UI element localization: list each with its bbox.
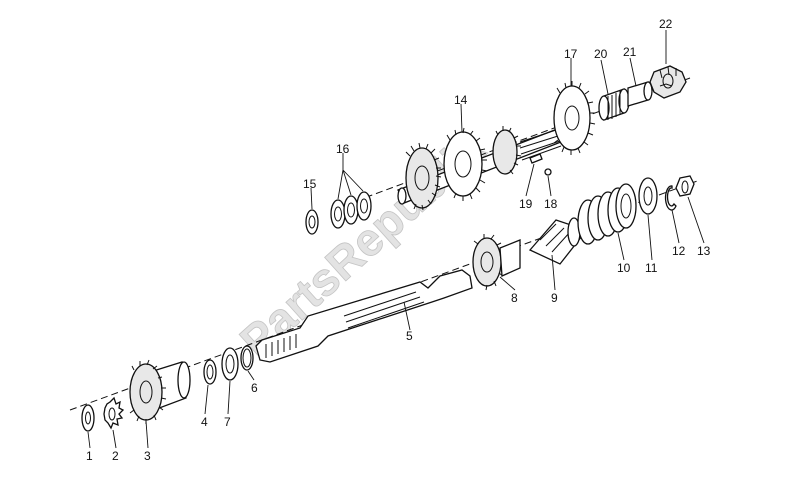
callout-7: 7 <box>224 415 231 429</box>
callout-13: 13 <box>697 244 711 258</box>
cone-9 <box>528 217 583 265</box>
key-19 <box>529 153 543 164</box>
spring-10 <box>577 183 637 245</box>
layshaft-assembly <box>305 65 691 235</box>
callout-20: 20 <box>594 47 608 61</box>
callout-8: 8 <box>511 291 518 305</box>
needle-bearing-20 <box>598 88 630 121</box>
callout-3: 3 <box>144 449 151 463</box>
callout-14: 14 <box>454 93 468 107</box>
washer-1 <box>81 404 95 432</box>
gear-17 <box>553 81 596 155</box>
callout-4: 4 <box>201 415 208 429</box>
ring-4 <box>203 359 217 385</box>
gear-cluster-14 <box>405 126 522 211</box>
callout-labels: 1 2 3 4 5 6 7 8 9 10 11 12 13 14 15 16 1… <box>86 17 711 463</box>
callout-9: 9 <box>551 291 558 305</box>
dog-coupling-22 <box>649 65 687 99</box>
callout-21: 21 <box>623 45 637 59</box>
callout-1: 1 <box>86 449 93 463</box>
mainshaft-assembly <box>69 175 701 432</box>
callout-18: 18 <box>544 197 558 211</box>
callout-16: 16 <box>336 142 350 156</box>
callout-22: 22 <box>659 17 673 31</box>
dowel-pin-18 <box>544 168 552 176</box>
callout-15: 15 <box>303 177 317 191</box>
callout-12: 12 <box>672 244 686 258</box>
circlip-6 <box>240 345 254 371</box>
bevel-pinion-8 <box>472 234 521 291</box>
tab-washer-2 <box>103 396 125 430</box>
callout-6: 6 <box>251 381 258 395</box>
callout-2: 2 <box>112 449 119 463</box>
leader-lines <box>87 30 705 449</box>
circlip-12 <box>664 185 677 211</box>
callout-5: 5 <box>406 329 413 343</box>
washer-7 <box>221 347 239 381</box>
callout-11: 11 <box>645 261 658 275</box>
bushing-21 <box>627 81 653 107</box>
layshaft-axis <box>344 77 691 206</box>
callout-10: 10 <box>617 261 631 275</box>
callout-19: 19 <box>519 197 533 211</box>
nut-13 <box>675 175 695 197</box>
cup-washer-11 <box>638 177 658 215</box>
callout-17: 17 <box>564 47 578 61</box>
washer-stack-15-16 <box>305 191 372 235</box>
drive-gear-3 <box>129 359 191 424</box>
